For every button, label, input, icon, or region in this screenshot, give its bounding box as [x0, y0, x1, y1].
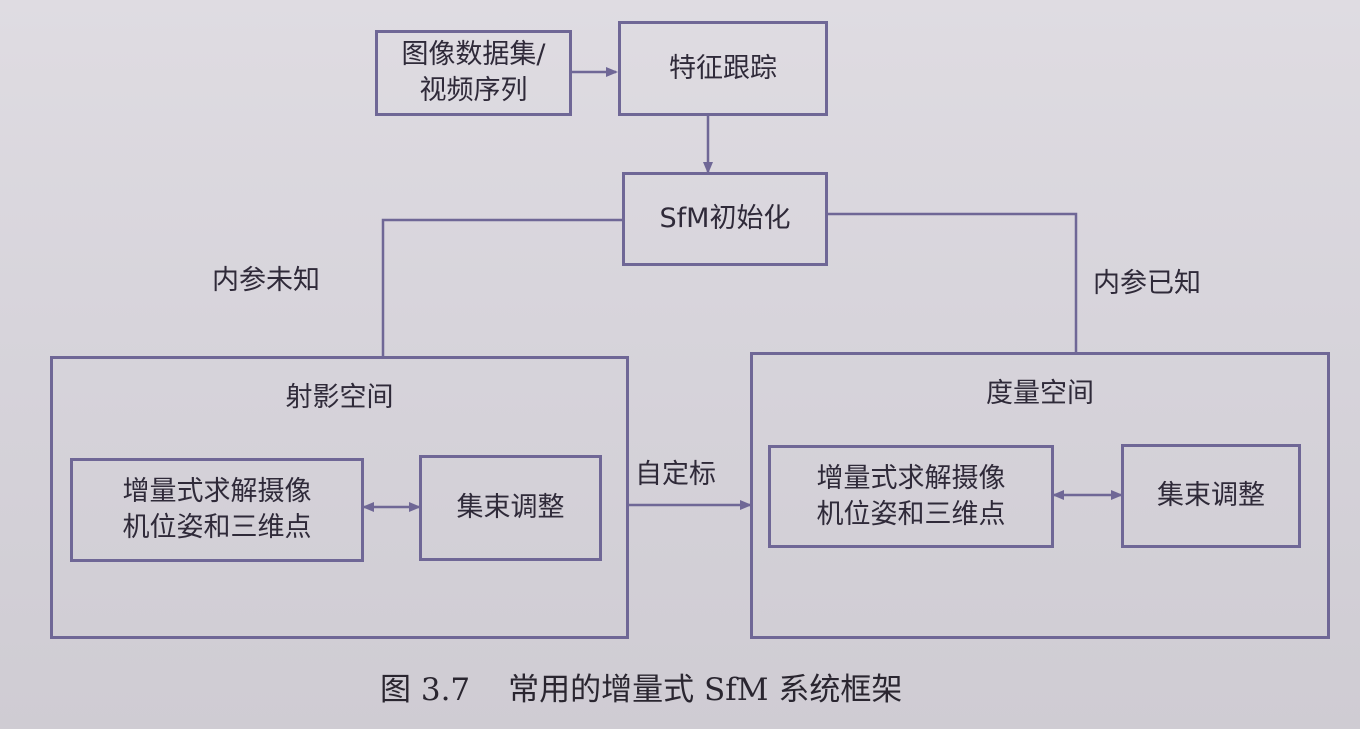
metric-solve-node-label: 增量式求解摄像 机位姿和三维点	[816, 462, 1006, 530]
metric-space-container: 度量空间	[750, 352, 1330, 639]
intrinsics-unknown-label: 内参未知	[212, 265, 320, 296]
line-init-to-projective	[381, 218, 622, 356]
projective-solve-node: 增量式求解摄像 机位姿和三维点	[70, 458, 364, 562]
sfm-init-node: SfM初始化	[622, 172, 828, 266]
figure-number: 图 3.7	[380, 672, 471, 708]
projective-space-title: 射影空间	[285, 382, 394, 413]
sfm-init-node-label: SfM初始化	[659, 203, 791, 234]
projective-space-container: 射影空间	[50, 356, 629, 639]
dataset-node: 图像数据集/ 视频序列	[375, 30, 572, 116]
figure-caption: 图 3.7 常用的增量式 SfM 系统框架	[380, 669, 902, 711]
metric-bundle-adjustment-label: 集束调整	[1157, 480, 1265, 511]
self-calibration-label: 自定标	[635, 459, 716, 490]
dataset-node-label: 图像数据集/ 视频序列	[401, 39, 546, 106]
metric-space-title: 度量空间	[986, 378, 1094, 409]
projective-bundle-adjustment-node: 集束调整	[419, 455, 602, 561]
projective-solve-node-label: 增量式求解摄像 机位姿和三维点	[122, 476, 312, 543]
metric-bundle-adjustment-node: 集束调整	[1121, 444, 1301, 548]
metric-solve-node: 增量式求解摄像 机位姿和三维点	[768, 445, 1054, 548]
feature-tracking-node-label: 特征跟踪	[669, 52, 777, 84]
line-init-to-metric	[828, 212, 1078, 352]
intrinsics-known-label: 内参已知	[1093, 268, 1201, 299]
feature-tracking-node: 特征跟踪	[618, 21, 828, 116]
figure-title: 常用的增量式 SfM 系统框架	[508, 672, 903, 708]
projective-bundle-adjustment-label: 集束调整	[456, 492, 565, 523]
